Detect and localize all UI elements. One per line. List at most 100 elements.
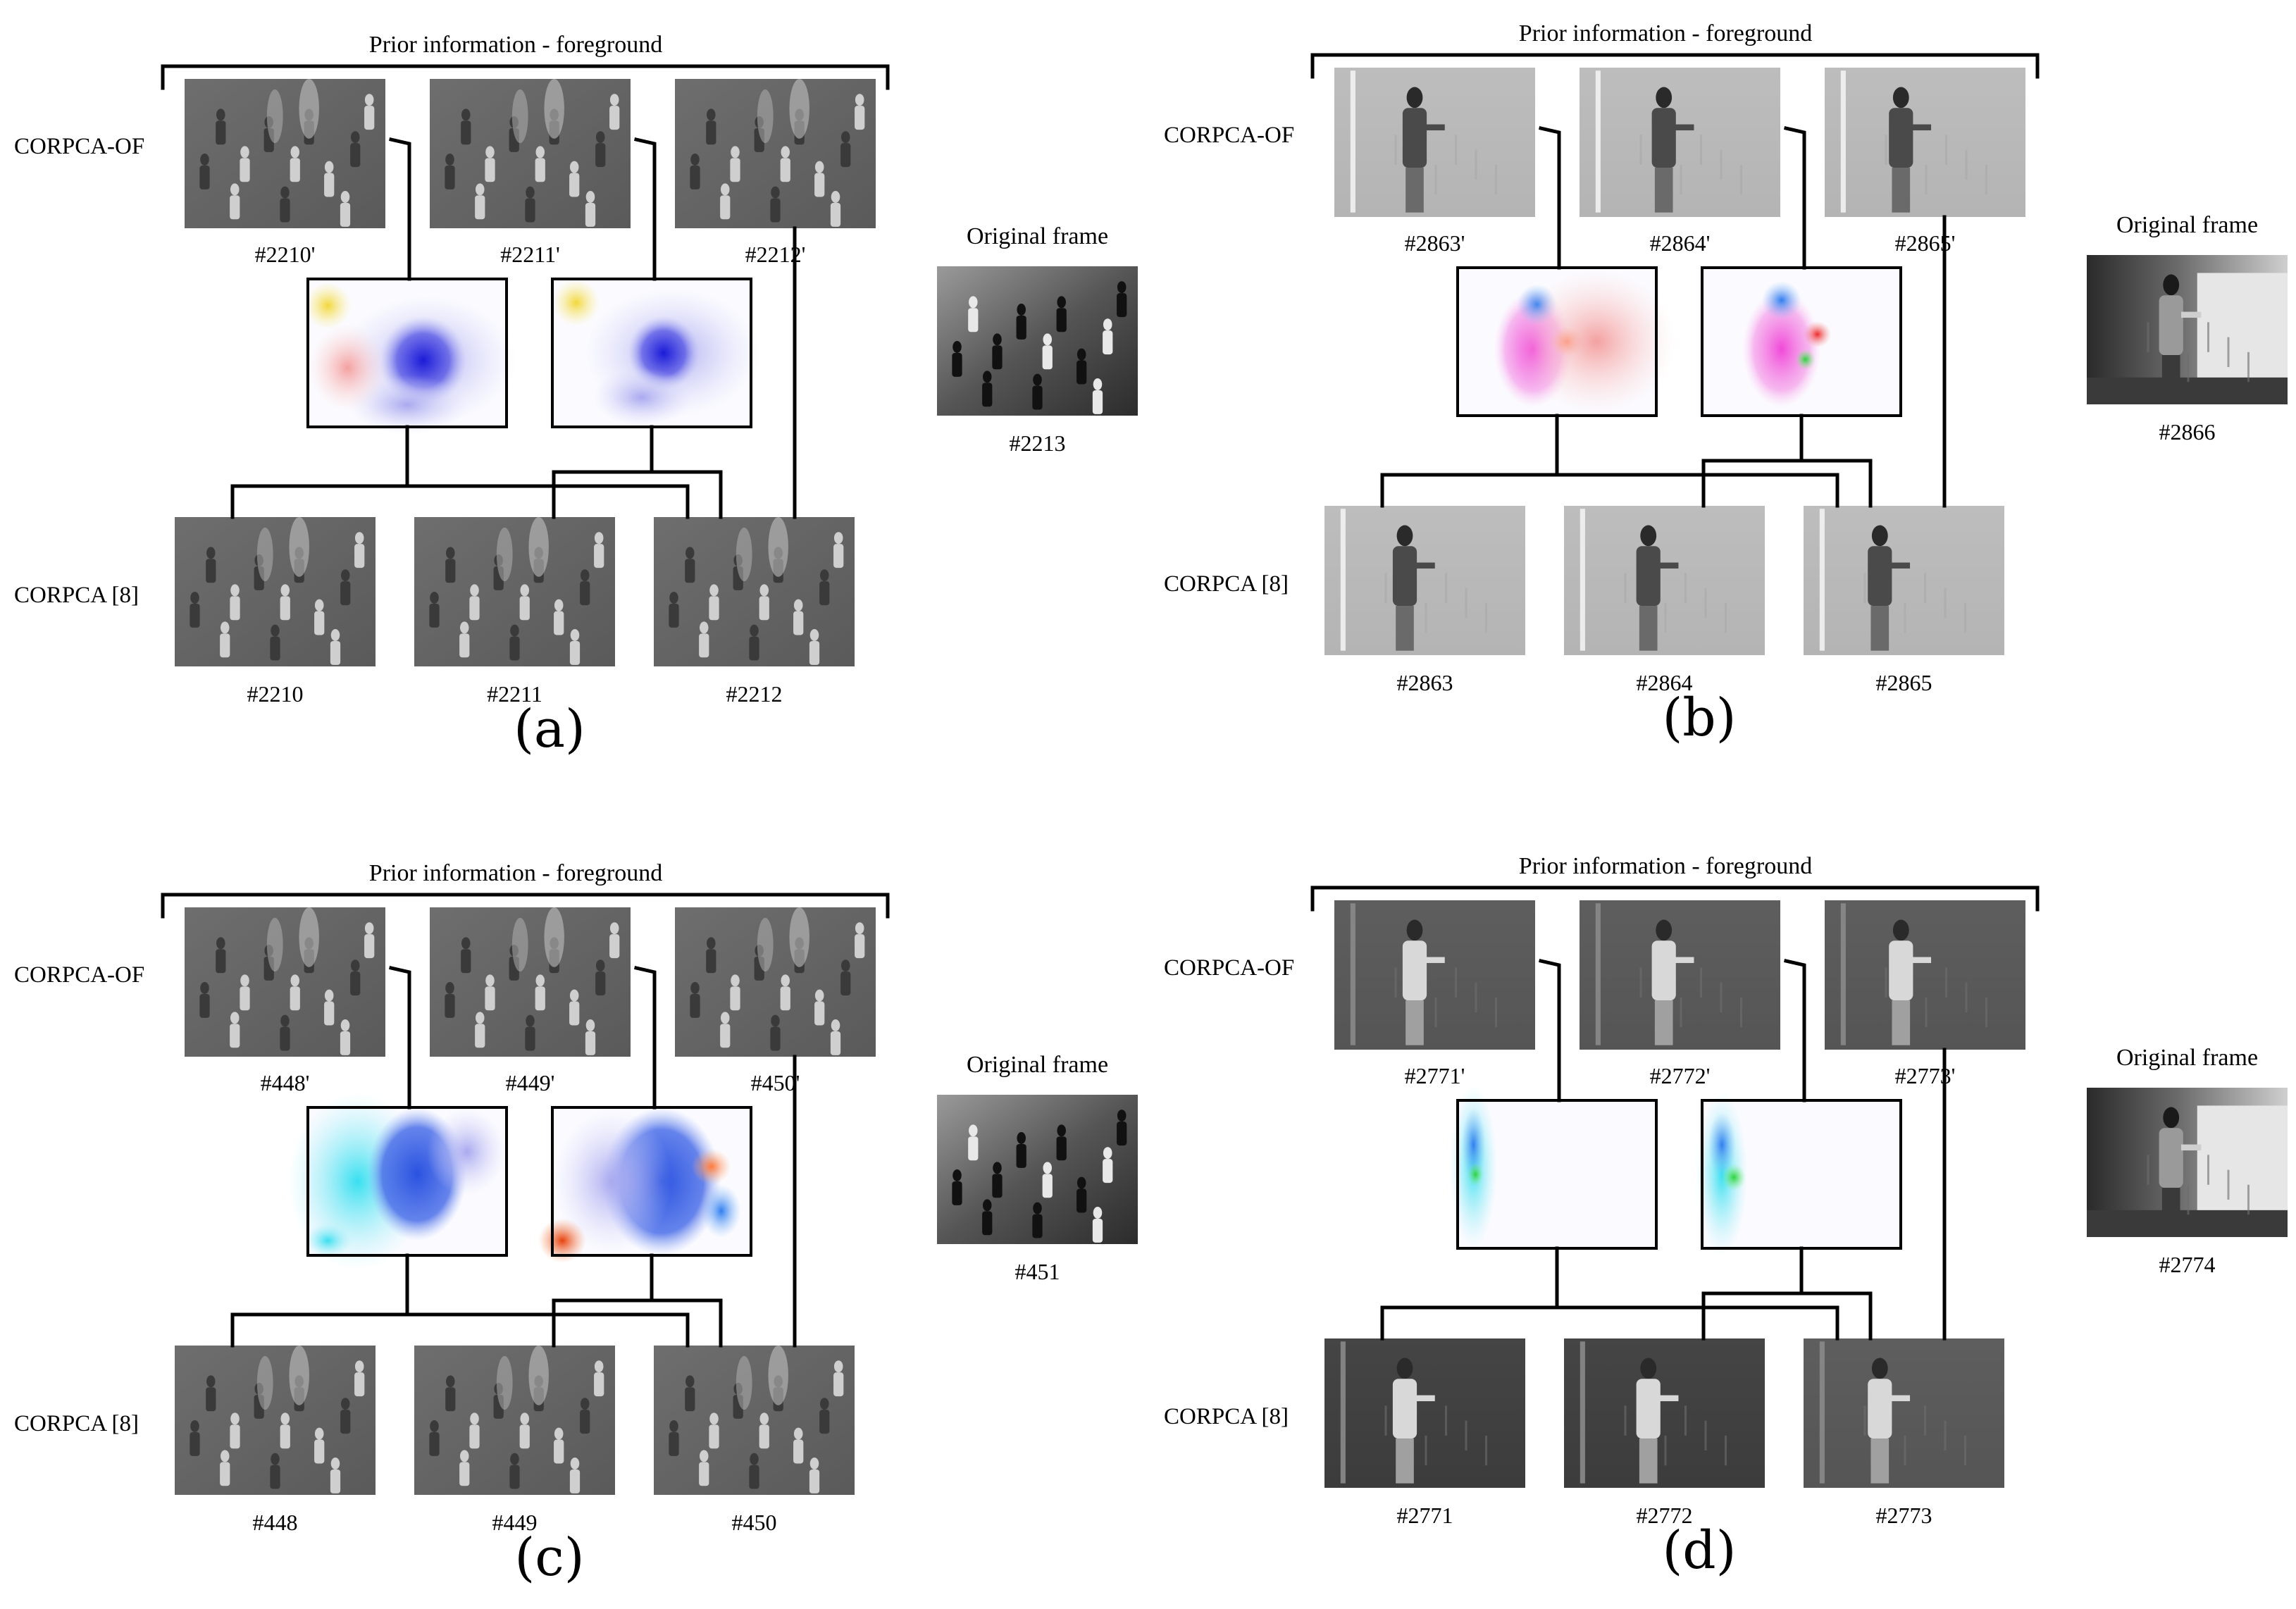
connector-line: [230, 484, 690, 519]
foreground-frame-bottom: [414, 1346, 615, 1495]
row-label-top: CORPCA-OF: [1164, 955, 1294, 981]
original-frame-image: [2087, 1088, 2288, 1237]
prior-bracket: [161, 893, 890, 919]
optical-flow-map: [304, 278, 517, 435]
foreground-frame-top: [1334, 68, 1535, 217]
original-frame-title: Original frame: [967, 1052, 1108, 1078]
connector-line: [634, 137, 657, 281]
prior-bracket: [161, 64, 890, 90]
foreground-frame-bottom: [1804, 1338, 2004, 1488]
connector-line: [634, 966, 657, 1110]
panel-caption: (a): [514, 699, 585, 759]
row-label-bottom: CORPCA [8]: [14, 1411, 139, 1436]
foreground-frame-bottom: [654, 1346, 855, 1495]
frame-label-bottom: #2771: [1397, 1503, 1453, 1528]
prior-title: Prior information - foreground: [369, 32, 662, 58]
frame-label-bottom: #449: [492, 1510, 538, 1535]
frame-label-bottom: #2773: [1876, 1503, 1932, 1528]
frame-label-bottom: #2212: [726, 681, 783, 707]
optical-flow-map: [551, 278, 762, 428]
frame-label-bottom: #448: [253, 1510, 298, 1535]
optical-flow-map: [1449, 1086, 1658, 1250]
optical-flow-map: [1456, 266, 1677, 417]
foreground-frame-bottom: [1564, 506, 1765, 655]
panel-caption: (b): [1662, 688, 1736, 748]
frame-label-top: #2865': [1895, 230, 1956, 256]
foreground-frame-top: [1825, 68, 2025, 217]
frame-label-bottom: #2210: [247, 681, 304, 707]
prior-title: Prior information - foreground: [1519, 20, 1812, 46]
prior-title: Prior information - foreground: [1519, 853, 1812, 879]
connector-line: [389, 137, 411, 281]
frame-label-bottom: #2864: [1637, 670, 1693, 695]
foreground-frame-bottom: [1324, 506, 1525, 655]
row-label-top: CORPCA-OF: [1164, 123, 1294, 148]
row-label-top: CORPCA-OF: [14, 134, 144, 159]
row-label-bottom: CORPCA [8]: [1164, 571, 1289, 597]
foreground-frame-top: [430, 78, 631, 228]
foreground-frame-bottom: [1804, 506, 2004, 655]
frame-label-top: #449': [506, 1070, 555, 1095]
foreground-frame-top: [1334, 900, 1535, 1050]
original-frame-label: #2774: [2159, 1252, 2216, 1277]
original-frame-label: #451: [1015, 1259, 1060, 1284]
foreground-frame-bottom: [414, 517, 615, 666]
frame-label-bottom: #450: [732, 1510, 777, 1535]
foreground-frame-bottom: [1324, 1338, 1525, 1488]
optical-flow-map: [287, 1093, 508, 1270]
row-label-top: CORPCA-OF: [14, 962, 144, 988]
foreground-frame-bottom: [175, 517, 376, 666]
original-frame-image: [937, 1095, 1138, 1244]
optical-flow-map: [1701, 266, 1902, 417]
frame-label-top: #2773': [1895, 1063, 1956, 1088]
row-label-bottom: CORPCA [8]: [1164, 1404, 1289, 1429]
frame-label-top: #448': [261, 1070, 310, 1095]
foreground-frame-top: [430, 907, 631, 1057]
foreground-frame-top: [675, 78, 876, 228]
frame-label-bottom: #2772: [1637, 1503, 1693, 1528]
foreground-frame-bottom: [1564, 1338, 1765, 1488]
original-frame-title: Original frame: [967, 223, 1108, 249]
connector-line: [389, 966, 411, 1110]
frame-label-top: #2772': [1650, 1063, 1711, 1088]
prior-title: Prior information - foreground: [369, 860, 662, 886]
foreground-frame-top: [1825, 900, 2025, 1050]
connector-line: [1539, 126, 1561, 270]
connector-line: [1784, 959, 1806, 1102]
frame-label-top: #2210': [255, 242, 316, 267]
connector-line: [1784, 126, 1806, 270]
connector-line: [1380, 1305, 1839, 1341]
foreground-frame-bottom: [175, 1346, 376, 1495]
panel-caption: (d): [1662, 1520, 1736, 1581]
connector-line: [230, 1312, 690, 1348]
frame-label-top: #2863': [1405, 230, 1465, 256]
figure-root: Prior information - foregroundCORPCA-OFC…: [14, 20, 2288, 1588]
connector-line: [552, 1298, 723, 1348]
prior-bracket: [1310, 886, 2040, 912]
frame-label-bottom: #2863: [1397, 670, 1453, 695]
connector-line: [1701, 459, 1873, 508]
frame-label-top: #2211': [500, 242, 560, 267]
original-frame-title: Original frame: [2116, 1045, 2258, 1071]
foreground-frame-top: [1580, 68, 1780, 217]
row-label-bottom: CORPCA [8]: [14, 583, 139, 608]
frame-label-top: #2212': [745, 242, 806, 267]
prior-bracket: [1310, 53, 2040, 79]
frame-label-bottom: #2865: [1876, 670, 1932, 695]
frame-label-top: #450': [751, 1070, 800, 1095]
original-frame-image: [937, 266, 1138, 416]
panel-caption: (c): [514, 1527, 584, 1588]
frame-label-top: #2771': [1405, 1063, 1465, 1088]
connector-line: [1701, 1291, 1873, 1341]
original-frame-label: #2213: [1010, 430, 1066, 456]
optical-flow-map: [538, 1106, 752, 1263]
foreground-frame-bottom: [654, 517, 855, 666]
original-frame-label: #2866: [2159, 419, 2216, 445]
foreground-frame-top: [185, 907, 385, 1057]
frame-label-bottom: #2211: [487, 681, 542, 707]
